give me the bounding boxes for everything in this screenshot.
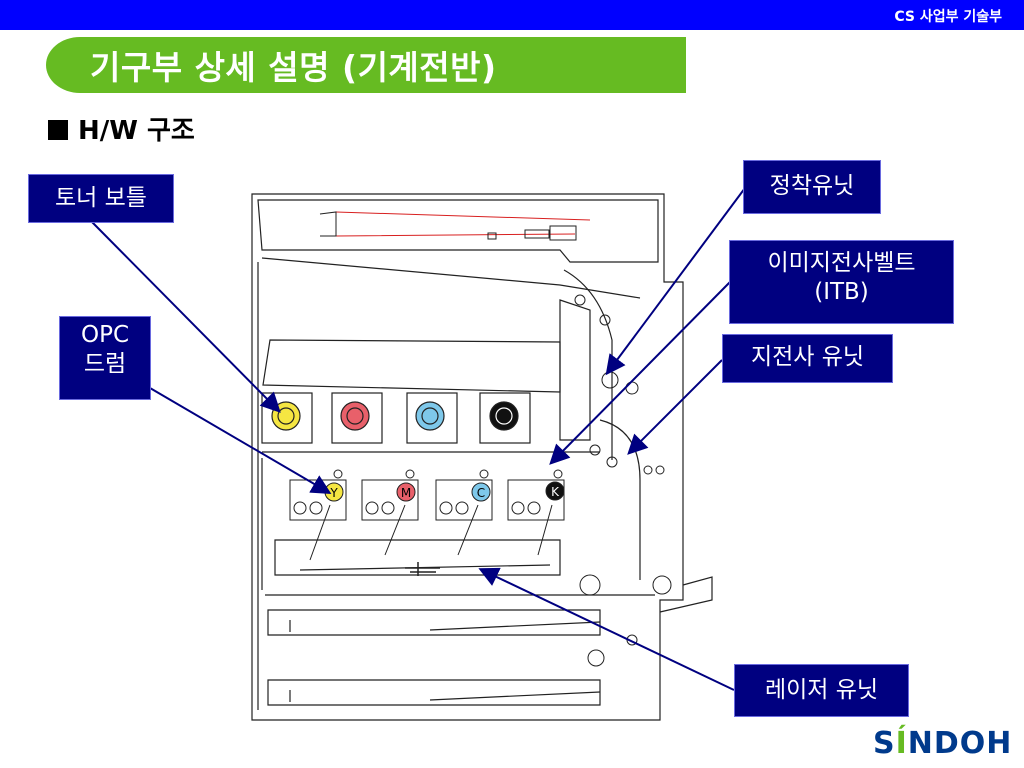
drum-marker-m-text: M bbox=[401, 486, 411, 500]
opc-drum-leader bbox=[149, 387, 332, 495]
transfer-unit-leader bbox=[627, 359, 723, 455]
itb-label: 이미지전사벨트 (ITB) bbox=[729, 240, 954, 324]
opc-drum-label-line1: OPC bbox=[80, 322, 130, 348]
itb-label-line2: (ITB) bbox=[814, 278, 869, 305]
toner-bottle-label: 토너 보틀 bbox=[28, 174, 174, 223]
page-title: 기구부 상세 설명 (기계전반) bbox=[90, 48, 497, 87]
itb-label-line1: 이미지전사벨트 bbox=[767, 250, 916, 276]
sindoh-logo: SÍNDOH bbox=[873, 726, 1012, 761]
fuser-unit-label: 정착유닛 bbox=[743, 160, 881, 214]
header-bar: CS 사업부 기술부 bbox=[0, 0, 1024, 30]
section-heading-text: H/W 구조 bbox=[78, 116, 195, 146]
square-bullet-icon bbox=[48, 120, 68, 140]
fuser-unit-leader bbox=[605, 187, 746, 376]
toner-bottle-leader bbox=[91, 221, 281, 413]
drum-marker-k-text: K bbox=[551, 485, 560, 499]
transfer-unit-label: 지전사 유닛 bbox=[722, 334, 893, 383]
drum-marker-c bbox=[471, 482, 491, 502]
title-banner bbox=[46, 37, 686, 93]
laser-unit-label: 레이저 유닛 bbox=[734, 664, 909, 717]
logo-prefix: S bbox=[873, 726, 896, 761]
drum-marker-c-text: C bbox=[477, 486, 485, 500]
opc-drum-label: OPC 드럼 bbox=[59, 316, 151, 400]
logo-accent-i: Í bbox=[895, 726, 908, 761]
section-heading: H/W 구조 bbox=[48, 110, 195, 147]
opc-drum-label-line2: 드럼 bbox=[83, 350, 127, 377]
laser-unit-leader bbox=[478, 567, 735, 691]
machine-body-outline bbox=[251, 193, 684, 721]
drum-marker-y-text: Y bbox=[329, 486, 338, 500]
department-label: CS 사업부 기술부 bbox=[894, 9, 1002, 25]
itb-leader bbox=[549, 281, 731, 465]
logo-rest: NDOH bbox=[907, 726, 1013, 761]
drum-marker-k bbox=[545, 481, 565, 501]
drum-marker-m bbox=[396, 482, 416, 502]
